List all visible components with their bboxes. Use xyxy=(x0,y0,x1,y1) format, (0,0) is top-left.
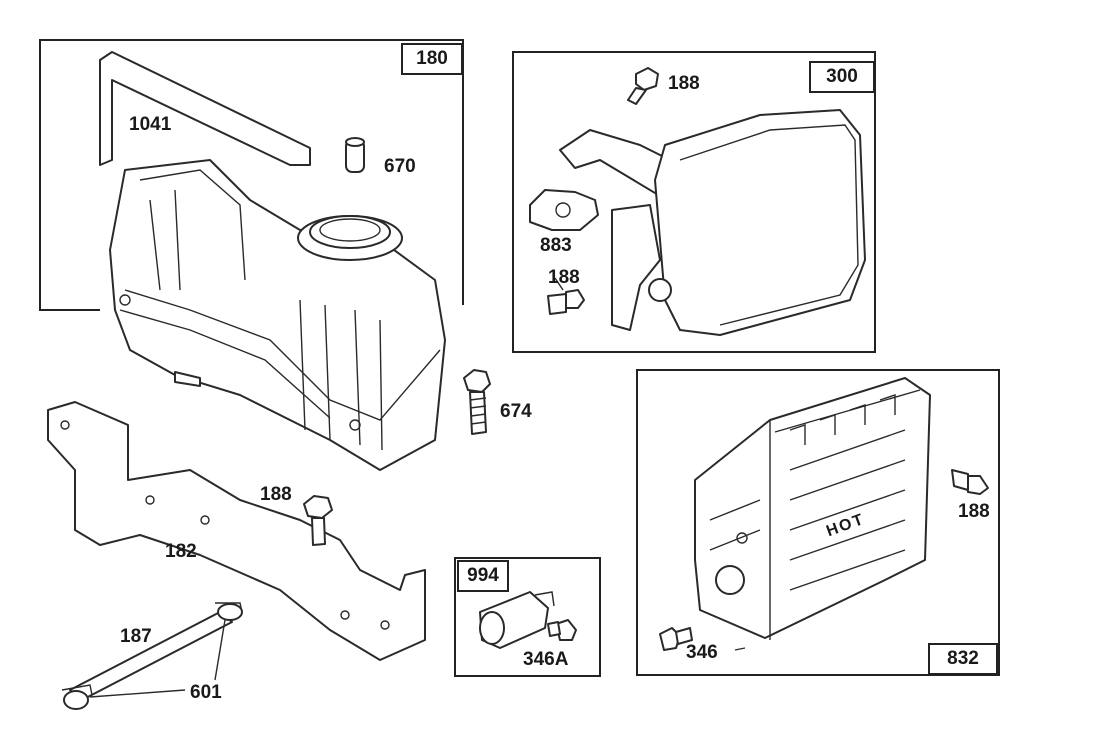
part-label-674: 674 xyxy=(500,401,532,422)
heat-shield-832 xyxy=(694,377,931,640)
bracket-1041 xyxy=(99,51,311,166)
bracket-182 xyxy=(47,401,426,661)
part-label-670: 670 xyxy=(384,156,416,177)
part-label-601: 601 xyxy=(190,682,222,703)
part-label-188-mid: 188 xyxy=(548,267,580,288)
kit-832-frame xyxy=(636,369,1000,676)
bolt-188-mid xyxy=(547,289,585,315)
fuel-line-187 xyxy=(61,602,243,710)
part-label-187: 187 xyxy=(120,626,152,647)
part-label-346A: 346A xyxy=(523,649,569,670)
bushing-670 xyxy=(345,137,365,173)
part-label-1041: 1041 xyxy=(129,114,172,135)
fuel-tank xyxy=(109,159,446,471)
bolt-188-lower xyxy=(303,495,333,546)
part-label-188-right: 188 xyxy=(958,501,990,522)
part-label-188-lower: 188 xyxy=(260,484,292,505)
screw-188-right xyxy=(951,469,989,495)
kit-label-832: 832 xyxy=(928,643,998,675)
bolt-674 xyxy=(463,369,491,435)
kit-label-300: 300 xyxy=(809,61,875,93)
kit-994-parts xyxy=(479,591,577,649)
part-label-182: 182 xyxy=(165,541,197,562)
kit-994-frame xyxy=(454,557,601,677)
kit-300-frame xyxy=(512,51,876,353)
kit-label-180: 180 xyxy=(401,43,463,75)
kit-180-frame xyxy=(39,39,464,311)
kit-label-994: 994 xyxy=(457,560,509,592)
part-label-883: 883 xyxy=(540,235,572,256)
bolt-188-top xyxy=(627,67,659,105)
muffler-300 xyxy=(529,109,866,336)
part-label-188-top: 188 xyxy=(668,73,700,94)
part-label-346: 346 xyxy=(686,642,718,663)
screw-346 xyxy=(659,627,693,651)
